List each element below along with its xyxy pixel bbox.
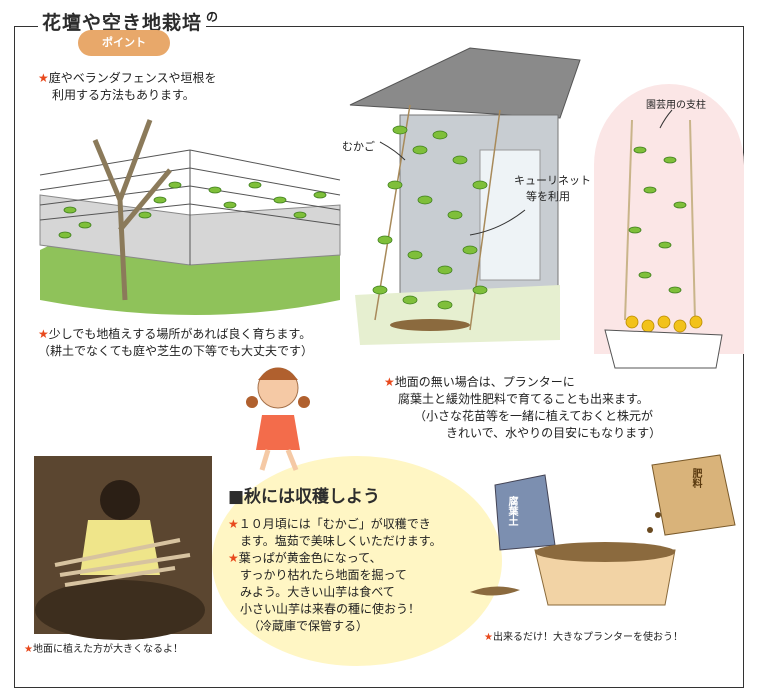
support-planter	[604, 329, 723, 369]
star-icon: ★	[484, 632, 493, 643]
note-planter-line1: ★地面の無い場合は、プランターに	[384, 375, 575, 389]
note-fence-line2: 利用する方法もあります。	[52, 88, 195, 102]
label-mukago: むかご	[342, 140, 375, 153]
page-title: 花壇や空き地栽培	[42, 12, 203, 34]
marigold-flowers	[625, 315, 703, 333]
label-support: 園芸用の支柱	[646, 100, 706, 111]
label-bag-leafmold: 腐葉土	[506, 496, 517, 526]
girl-illustration	[246, 367, 310, 471]
label-net-line2: 等を利用	[526, 190, 570, 203]
star-icon: ★	[228, 551, 239, 565]
net-pointer	[469, 209, 526, 236]
support-poles	[624, 119, 696, 321]
harvest-photo-contents	[34, 456, 212, 640]
label-bag-fertilizer: 肥料	[690, 468, 701, 488]
note-harvest-line2: ます。塩茹で美味しくいただけます。	[240, 534, 442, 548]
note-harvest-line4: すっかり枯れたら地面を掘って	[240, 568, 407, 582]
star-icon: ★	[24, 644, 33, 655]
star-icon: ★	[38, 327, 49, 341]
note-harvest: ★１０月頃には「むかご」が収穫でき ます。塩茹で美味しくいただけます。 ★葉っぱ…	[228, 516, 442, 635]
note-fence-line1: ★庭やベランダフェンスや垣根を	[38, 71, 217, 85]
star-icon: ★	[38, 71, 49, 85]
note-planter-line4: きれいで、水やりの目安にもなります）	[446, 426, 662, 440]
note-ground: ★少しでも地植えする場所があれば良く育ちます。 （耕土でなくても庭や芝生の下等で…	[38, 326, 313, 360]
tree-illustration	[92, 119, 172, 301]
house-roof	[349, 47, 581, 119]
point-badge: ポイント	[78, 30, 170, 56]
mukago-pointer	[379, 141, 406, 161]
note-planter-line3: （小さな花苗等を一緒に植えておくと株元が	[414, 409, 654, 423]
house-ground	[355, 285, 560, 345]
label-net-line1: キューリネット	[514, 174, 591, 187]
note-harvest-line5: みよう。大きい山芋は食べて	[240, 585, 395, 599]
star-icon: ★	[384, 375, 395, 389]
pink-background	[594, 84, 744, 354]
star-icon: ★	[228, 517, 239, 531]
note-fence: ★庭やベランダフェンスや垣根を 利用する方法もあります。	[38, 70, 217, 104]
house-window	[479, 149, 541, 281]
harvest-photo	[34, 456, 212, 634]
net-vines	[372, 125, 488, 310]
note-harvest-line7: （冷蔵庫で保管する）	[248, 619, 369, 633]
fence-vines	[58, 181, 327, 239]
planter-soil	[535, 542, 675, 562]
yam-illustration	[470, 586, 520, 596]
harvest-heading: ■秋には収穫しよう	[228, 487, 381, 507]
note-planter: ★地面の無い場合は、プランターに 腐葉土と緩効性肥料で育てることも出来ます。 （…	[384, 374, 661, 442]
fertilizer-bags	[494, 454, 736, 551]
title-suffix: の	[206, 8, 219, 25]
photo-caption: ★地面に植えた方が大きくなるよ！	[24, 644, 183, 655]
note-harvest-line6: 小さい山芋は来春の種に使おう！	[240, 602, 421, 616]
support-vines	[628, 146, 687, 294]
support-pointer	[659, 109, 673, 129]
planter-caption: ★出来るだけ！大きなプランターを使おう！	[484, 632, 683, 643]
note-harvest-line3: ★葉っぱが黄金色になって、	[228, 551, 382, 565]
note-ground-line2: （耕土でなくても庭や芝生の下等でも大丈夫です）	[38, 344, 314, 358]
yellow-background	[212, 456, 502, 666]
note-harvest-line1: ★１０月頃には「むかご」が収穫でき	[228, 517, 431, 531]
note-ground-line1: ★少しでも地植えする場所があれば良く育ちます。	[38, 327, 312, 341]
net-soil	[390, 319, 470, 331]
note-planter-line2: 腐葉土と緩効性肥料で育てることも出来ます。	[398, 392, 649, 406]
cucumber-net	[374, 104, 501, 331]
